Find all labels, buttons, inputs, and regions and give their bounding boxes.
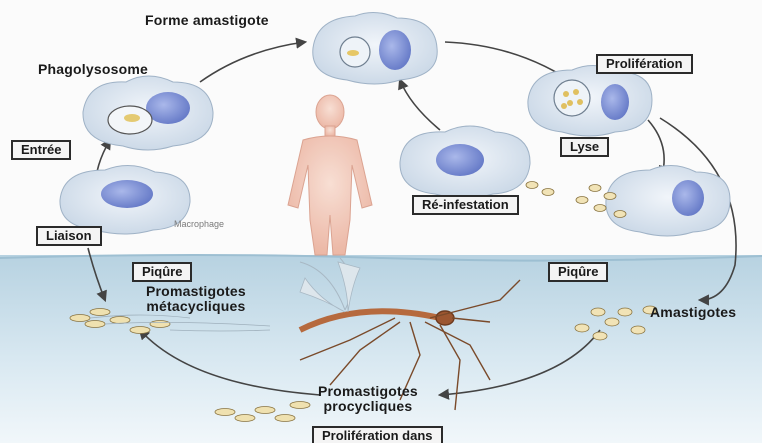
label-promastigotes-pro-line2: procycliques (318, 399, 418, 414)
label-reinfestation: Ré-infestation (412, 195, 519, 215)
macrophage-reinfestation (400, 126, 530, 198)
label-proliferation-dans: Prolifération dans (312, 426, 443, 443)
arrow-reinfest (400, 80, 440, 130)
macrophage-phagolysosome (83, 76, 213, 150)
label-macrophage: Macrophage (174, 220, 224, 229)
arrow-top-left (200, 42, 305, 82)
label-promastigotes-metacycliques: Promastigotes métacycliques (146, 284, 246, 313)
label-promastigotes-meta-line2: métacycliques (146, 299, 246, 314)
label-promastigotes-meta-line1: Promastigotes (146, 284, 246, 299)
macrophage-top (313, 12, 437, 84)
label-liaison: Liaison (36, 226, 102, 246)
human-body (288, 95, 372, 255)
label-piqure-left: Piqûre (132, 262, 192, 282)
label-lyse: Lyse (560, 137, 609, 157)
label-promastigotes-pro-line1: Promastigotes (318, 384, 418, 399)
label-piqure-right: Piqûre (548, 262, 608, 282)
label-amastigotes: Amastigotes (650, 305, 736, 320)
water-background (0, 255, 762, 443)
label-forme-amastigote: Forme amastigote (145, 13, 269, 28)
macrophage-entree (60, 165, 190, 234)
label-phagolysosome: Phagolysosome (38, 62, 148, 77)
macrophage-proliferation (528, 65, 652, 136)
macrophage-lyse (606, 165, 730, 236)
label-promastigotes-procycliques: Promastigotes procycliques (318, 384, 418, 413)
label-proliferation: Prolifération (596, 54, 693, 74)
label-entree: Entrée (11, 140, 71, 160)
